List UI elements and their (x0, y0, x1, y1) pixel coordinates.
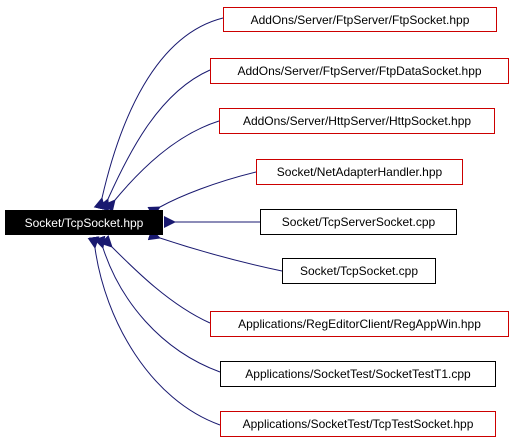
node-label: AddOns/Server/FtpServer/FtpSocket.hpp (250, 12, 470, 27)
node-label: Applications/SocketTest/TcpTestSocket.hp… (242, 417, 474, 431)
root-node-tcpsocket-hpp[interactable]: Socket/TcpSocket.hpp (5, 210, 163, 235)
edge-netadapter (147, 171, 257, 218)
node-label: AddOns/Server/FtpServer/FtpDataSocket.hp… (237, 64, 482, 78)
edge-regappwin (99, 234, 211, 324)
edge-tcpsocket-cpp (147, 228, 283, 272)
node-label: Socket/TcpServerSocket.cpp (281, 215, 436, 229)
node-tcpsocket-cpp[interactable]: Socket/TcpSocket.cpp (282, 258, 436, 284)
edge-httpsocket (103, 120, 220, 213)
node-httpsocket-hpp[interactable]: AddOns/Server/HttpServer/HttpSocket.hpp (219, 108, 495, 134)
edge-sockettestt1 (93, 235, 221, 373)
edge-ftpdatasocket (98, 69, 211, 212)
node-tcptestsocket-hpp[interactable]: Applications/SocketTest/TcpTestSocket.hp… (220, 411, 496, 437)
node-label: Applications/RegEditorClient/RegAppWin.h… (238, 317, 481, 331)
node-ftpsocket-hpp[interactable]: AddOns/Server/FtpServer/FtpSocket.hpp (223, 7, 497, 32)
node-sockettestt1-cpp[interactable]: Applications/SocketTest/SocketTestT1.cpp (220, 361, 496, 387)
node-label: Socket/NetAdapterHandler.hpp (276, 165, 443, 179)
root-node-label: Socket/TcpSocket.hpp (24, 215, 144, 230)
node-regappwin-hpp[interactable]: Applications/RegEditorClient/RegAppWin.h… (210, 311, 509, 337)
node-netadapterhandler-hpp[interactable]: Socket/NetAdapterHandler.hpp (256, 159, 463, 185)
node-tcpserversocket-cpp[interactable]: Socket/TcpServerSocket.cpp (260, 209, 457, 235)
node-label: AddOns/Server/HttpServer/HttpSocket.hpp (242, 114, 472, 128)
node-ftpdatasocket-hpp[interactable]: AddOns/Server/FtpServer/FtpDataSocket.hp… (210, 58, 509, 84)
node-label: Socket/TcpSocket.cpp (299, 264, 419, 278)
node-label: Applications/SocketTest/SocketTestT1.cpp (245, 367, 471, 381)
edge-ftpsocket (93, 17, 224, 211)
edge-tcptestsocket (87, 236, 221, 426)
